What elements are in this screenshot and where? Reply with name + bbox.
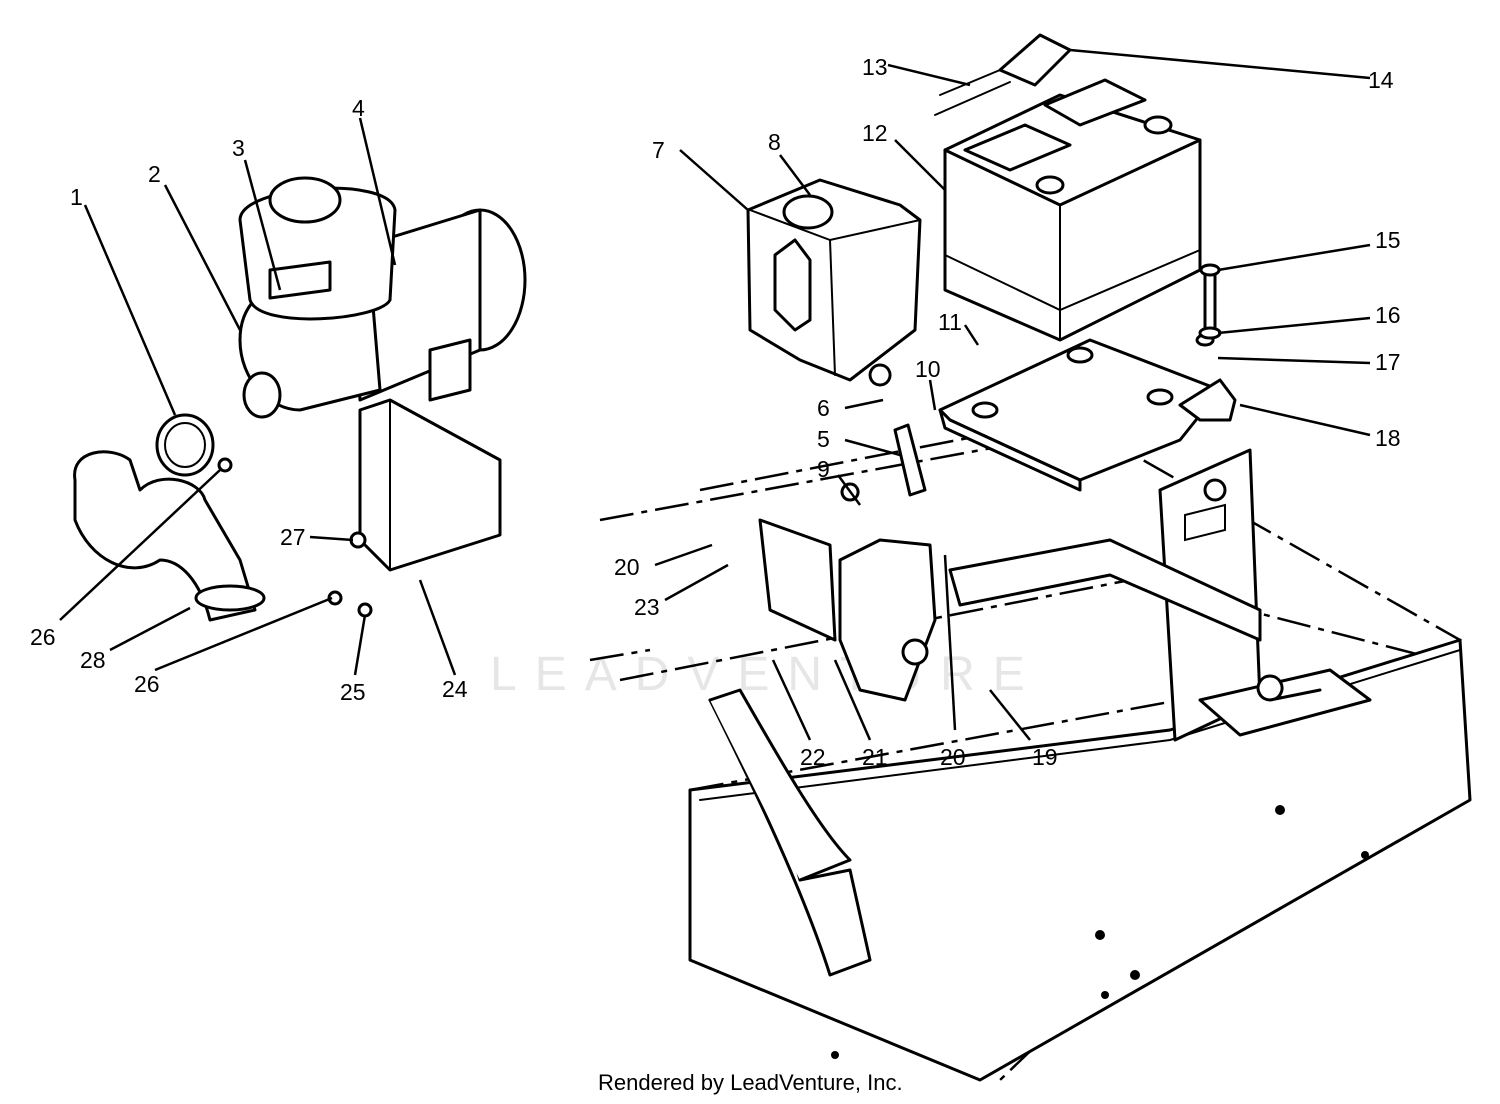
watermark: LEADVENTURE <box>490 648 1043 701</box>
callout-21: 21 <box>862 744 888 770</box>
callout-2: 2 <box>148 161 161 187</box>
callout-20-right: 20 <box>940 744 966 770</box>
battery-assembly <box>934 33 1237 492</box>
callout-27: 27 <box>280 524 306 550</box>
callout-9: 9 <box>817 456 830 482</box>
callout-26-left: 26 <box>30 624 56 650</box>
callout-18: 18 <box>1375 425 1401 451</box>
callout-16: 16 <box>1375 302 1401 328</box>
leader-lines <box>59 48 1371 741</box>
callout-15: 15 <box>1375 227 1401 253</box>
air-cleaner-assembly <box>73 176 527 622</box>
callout-1: 1 <box>70 184 83 210</box>
callout-25: 25 <box>340 679 366 705</box>
callout-3: 3 <box>232 135 245 161</box>
callout-20-left: 20 <box>614 554 640 580</box>
render-credit: Rendered by LeadVenture, Inc. <box>598 1070 903 1095</box>
callout-17: 17 <box>1375 349 1401 375</box>
callout-14: 14 <box>1368 67 1394 93</box>
callout-13: 13 <box>862 54 888 80</box>
callouts: 1 2 3 4 5 6 7 8 9 10 11 12 13 14 15 16 1… <box>30 54 1401 770</box>
callout-28: 28 <box>80 647 106 673</box>
callout-7: 7 <box>652 137 665 163</box>
reservoir-assembly <box>746 178 927 502</box>
callout-22: 22 <box>800 744 826 770</box>
callout-11: 11 <box>938 309 962 335</box>
callout-4: 4 <box>352 95 365 121</box>
watermark-text: LEADVENTURE <box>490 648 1043 701</box>
callout-10: 10 <box>915 356 941 382</box>
callout-24: 24 <box>442 676 468 702</box>
callout-12: 12 <box>862 120 888 146</box>
callout-5: 5 <box>817 426 830 452</box>
callout-6: 6 <box>817 395 830 421</box>
callout-23: 23 <box>634 594 660 620</box>
callout-8: 8 <box>768 129 781 155</box>
callout-19: 19 <box>1032 744 1058 770</box>
frame-assembly <box>589 393 1472 1082</box>
callout-26-bottom: 26 <box>134 671 160 697</box>
